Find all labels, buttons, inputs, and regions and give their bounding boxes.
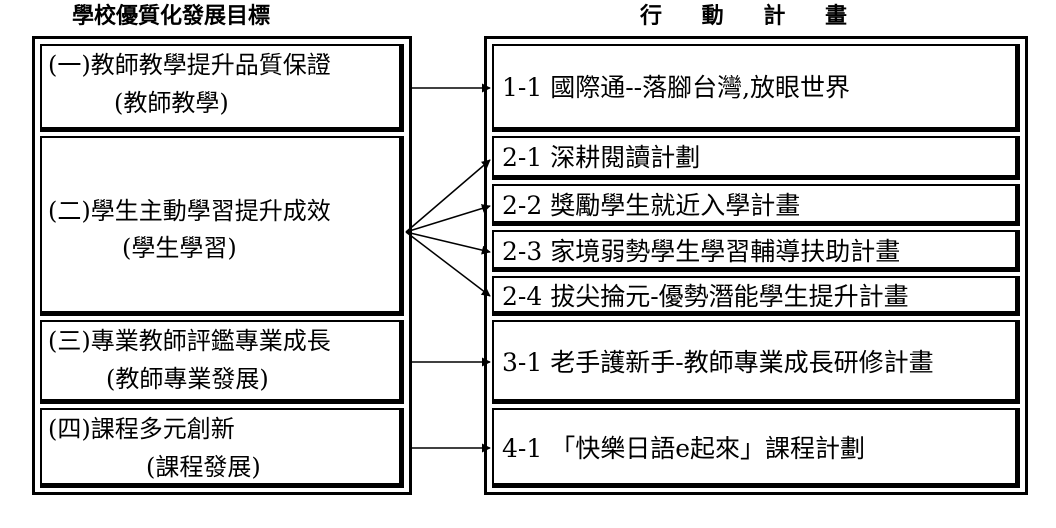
plan-1-1-label: 1-1 國際通--落腳台灣,放眼世界 xyxy=(502,73,851,102)
plan-3-1-label: 3-1 老手護新手-教師專業成長研修計畫 xyxy=(502,348,934,377)
plan-box-4-1: 4-1 「快樂日語e起來」課程計劃 xyxy=(492,408,1020,488)
plan-2-4-label: 2-4 拔尖掄元-優勢潛能學生提升計畫 xyxy=(502,282,909,311)
plan-2-3-label: 2-3 家境弱勢學生學習輔導扶助計畫 xyxy=(502,237,901,266)
goals-header: 學校優質化發展目標 xyxy=(72,4,271,29)
actions-header: 行 動 計 畫 xyxy=(640,4,863,29)
goal-box-2: (二)學生主動學習提升成效 (學生學習) xyxy=(40,136,404,316)
plans-frame xyxy=(484,36,1028,495)
goal-1-title: (一)教師教學提升品質保證 xyxy=(48,51,331,79)
plan-box-2-1: 2-1 深耕閱讀計劃 xyxy=(492,136,1020,180)
goal-2-title: (二)學生主動學習提升成效 xyxy=(48,197,331,225)
goals-frame xyxy=(32,36,412,495)
arrow-goal2-plan2-1 xyxy=(405,159,491,233)
goal-box-3: (三)專業教師評鑑專業成長 (教師專業發展) xyxy=(40,320,404,404)
plan-2-2-label: 2-2 獎勵學生就近入學計畫 xyxy=(502,191,801,220)
plan-box-2-3: 2-3 家境弱勢學生學習輔導扶助計畫 xyxy=(492,230,1020,272)
goal-4-title: (四)課程多元創新 xyxy=(48,415,235,443)
arrow-goal2-plan2-4 xyxy=(405,231,491,297)
goal-3-title: (三)專業教師評鑑專業成長 xyxy=(48,327,331,355)
plan-box-1-1: 1-1 國際通--落腳台灣,放眼世界 xyxy=(492,44,1020,132)
arrow-goal2-plan2-2 xyxy=(405,204,491,233)
plan-box-3-1: 3-1 老手護新手-教師專業成長研修計畫 xyxy=(492,320,1020,404)
plan-4-1-label: 4-1 「快樂日語e起來」課程計劃 xyxy=(502,434,866,463)
goal-box-1: (一)教師教學提升品質保證 (教師教學) xyxy=(40,44,404,132)
goal-1-subtitle: (教師教學) xyxy=(114,89,229,117)
plan-box-2-2: 2-2 獎勵學生就近入學計畫 xyxy=(492,184,1020,226)
goal-2-subtitle: (學生學習) xyxy=(122,234,237,262)
goal-4-subtitle: (課程發展) xyxy=(146,453,261,481)
plan-box-2-4: 2-4 拔尖掄元-優勢潛能學生提升計畫 xyxy=(492,276,1020,316)
plan-2-1-label: 2-1 深耕閱讀計劃 xyxy=(502,143,701,172)
goal-3-subtitle: (教師專業發展) xyxy=(106,365,269,393)
arrow-goal2-plan2-3 xyxy=(405,231,491,255)
goal-box-4: (四)課程多元創新 (課程發展) xyxy=(40,408,404,488)
